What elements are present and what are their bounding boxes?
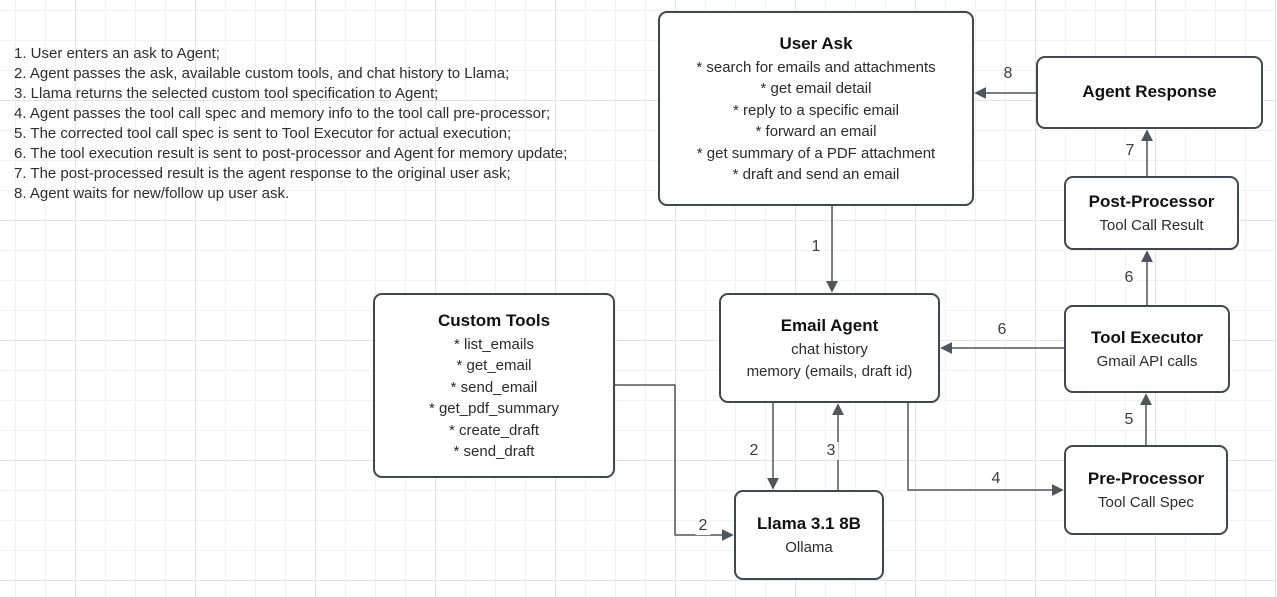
workflow-step-6: 6. The tool execution result is sent to … xyxy=(14,145,568,162)
workflow-step-1: 1. User enters an ask to Agent; xyxy=(14,45,220,62)
workflow-step-7: 7. The post-processed result is the agen… xyxy=(14,165,511,182)
node-llama-subtitle: Ollama xyxy=(785,538,833,556)
node-llama-title: Llama 3.1 8B xyxy=(757,513,861,533)
custom-tool-item: * get_pdf_summary xyxy=(428,400,560,417)
arrow-step4-emailagent-to-preprocessor xyxy=(907,403,1064,496)
custom-tool-item: * create_draft xyxy=(448,421,540,439)
edge-label-step5: 5 xyxy=(1121,411,1137,429)
node-custom-tools: Custom Tools * list_emails * get_email *… xyxy=(373,293,615,478)
email-agent-detail: memory (emails, draft id) xyxy=(746,362,913,380)
custom-tool-item: * send_draft xyxy=(453,443,535,460)
edge-label-step3: 3 xyxy=(823,442,839,460)
arrow-step2-customtools-to-llama xyxy=(615,384,734,541)
workflow-step-4: 4. Agent passes the tool call spec and m… xyxy=(14,105,551,122)
edge-label-step8: 8 xyxy=(1000,65,1016,83)
node-agent-response-title: Agent Response xyxy=(1082,82,1217,101)
node-custom-tools-title: Custom Tools xyxy=(437,310,551,330)
custom-tool-item: * get_email xyxy=(456,357,532,374)
node-post-processor-title: Post-Processor xyxy=(1088,191,1215,211)
node-post-processor-subtitle: Tool Call Result xyxy=(1099,216,1204,234)
node-agent-response: Agent Response xyxy=(1036,56,1263,129)
edge-label-step7: 7 xyxy=(1122,142,1138,160)
email-agent-detail: chat history xyxy=(791,341,868,358)
workflow-step-2: 2. Agent passes the ask, available custo… xyxy=(14,65,510,82)
edge-label-step2-agent-llama: 2 xyxy=(746,442,762,460)
node-email-agent-title: Email Agent xyxy=(780,316,879,335)
custom-tool-item: * list_emails xyxy=(453,335,535,353)
workflow-step-3: 3. Llama returns the selected custom too… xyxy=(14,85,439,102)
edge-label-step1: 1 xyxy=(808,238,824,256)
user-ask-item: * forward an email xyxy=(755,123,877,140)
node-tool-executor: Tool Executor Gmail API calls xyxy=(1064,305,1230,393)
user-ask-item: * get summary of a PDF attachment xyxy=(696,144,936,162)
user-ask-item: * reply to a specific email xyxy=(733,101,899,119)
user-ask-item: * draft and send an email xyxy=(732,166,900,183)
edge-label-step2-tools-llama: 2 xyxy=(695,517,711,535)
edge-label-step6-agent: 6 xyxy=(994,321,1010,339)
edge-label-step4: 4 xyxy=(988,470,1004,488)
node-llama: Llama 3.1 8B Ollama xyxy=(734,490,884,580)
node-tool-executor-title: Tool Executor xyxy=(1090,327,1204,347)
custom-tool-item: * send_email xyxy=(450,378,538,396)
node-post-processor: Post-Processor Tool Call Result xyxy=(1064,176,1239,250)
workflow-step-8: 8. Agent waits for new/follow up user as… xyxy=(14,185,290,202)
node-user-ask: User Ask * search for emails and attachm… xyxy=(658,11,974,206)
user-ask-item: * search for emails and attachments xyxy=(696,58,936,76)
node-pre-processor: Pre-Processor Tool Call Spec xyxy=(1064,445,1228,535)
workflow-step-5: 5. The corrected tool call spec is sent … xyxy=(14,125,512,142)
workflow-steps-list: 1. User enters an ask to Agent; 2. Agent… xyxy=(14,44,662,204)
edge-label-step6-post: 6 xyxy=(1121,269,1137,287)
user-ask-item: * get email detail xyxy=(760,80,872,97)
node-user-ask-title: User Ask xyxy=(779,33,853,53)
node-pre-processor-title: Pre-Processor xyxy=(1087,468,1205,488)
node-email-agent: Email Agent chat history memory (emails,… xyxy=(719,293,940,403)
node-tool-executor-subtitle: Gmail API calls xyxy=(1096,352,1198,370)
node-pre-processor-subtitle: Tool Call Spec xyxy=(1098,493,1194,511)
